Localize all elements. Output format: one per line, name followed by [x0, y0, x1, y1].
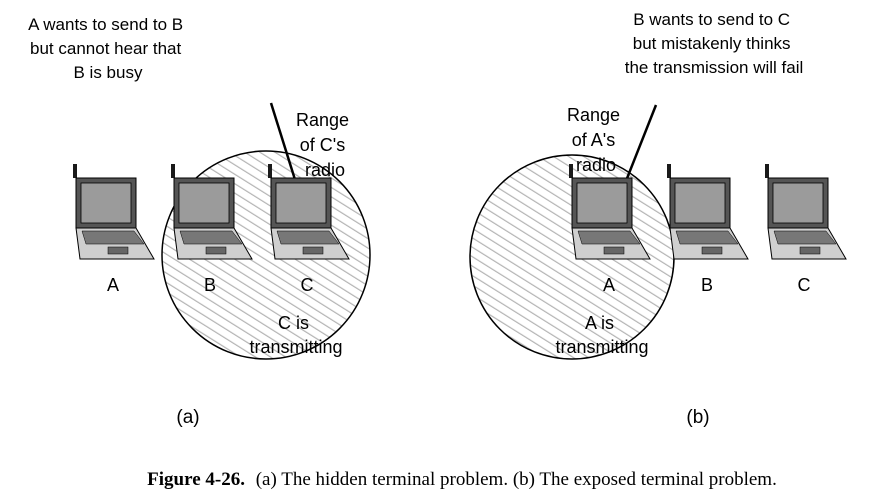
- c-range-label-line-3: radio: [305, 160, 345, 180]
- a-range-label: Range of A's radio: [567, 105, 625, 175]
- panel-a-note-line-1: A wants to send to B: [28, 15, 183, 34]
- node-label-b: B: [701, 275, 713, 295]
- panel-a-label: (a): [176, 407, 199, 428]
- a-range-label-line-3: radio: [576, 155, 616, 175]
- laptop-icon-c: [764, 163, 847, 260]
- panel-b-note-line-2: but mistakenly thinks: [633, 34, 791, 53]
- c-range-label-line-2: of C's: [300, 135, 345, 155]
- figure-caption-text: (a) The hidden terminal problem. (b) The…: [256, 469, 777, 490]
- c-transmitting-line-1: C is: [278, 313, 309, 333]
- a-range-pointer-line: [622, 104, 658, 187]
- c-transmitting-label: C is transmitting: [249, 313, 342, 357]
- panel-a-note-line-2: but cannot hear that: [30, 39, 182, 58]
- figure-number: Figure 4-26.: [147, 469, 245, 490]
- a-transmitting-line-1: A is: [585, 313, 614, 333]
- a-range-label-line-1: Range: [567, 105, 620, 125]
- node-label-a: A: [603, 275, 615, 295]
- node-label-c: C: [798, 275, 811, 295]
- figure-caption: Figure 4-26. (a) The hidden terminal pro…: [147, 469, 777, 490]
- panel-b-label: (b): [686, 407, 709, 428]
- panel-b-note: B wants to send to C but mistakenly thin…: [625, 10, 804, 77]
- panel-a: A wants to send to B but cannot hear tha…: [28, 15, 371, 428]
- node-label-b: B: [204, 275, 216, 295]
- panel-b: B wants to send to C but mistakenly thin…: [469, 10, 847, 428]
- a-range-label-line-2: of A's: [572, 130, 615, 150]
- panel-b-note-line-1: B wants to send to C: [633, 10, 790, 29]
- laptop-icon-b: [666, 163, 749, 260]
- c-range-pointer-line: [269, 102, 299, 187]
- node-label-a: A: [107, 275, 119, 295]
- c-range-label: Range of C's radio: [296, 110, 354, 180]
- a-transmitting-label: A is transmitting: [555, 313, 648, 357]
- c-transmitting-line-2: transmitting: [249, 337, 342, 357]
- node-label-c: C: [301, 275, 314, 295]
- c-range-label-line-1: Range: [296, 110, 349, 130]
- laptop-icon-a: [72, 163, 155, 260]
- panel-a-note-line-3: B is busy: [74, 63, 143, 82]
- a-transmitting-line-2: transmitting: [555, 337, 648, 357]
- panel-b-note-line-3: the transmission will fail: [625, 58, 804, 77]
- panel-a-note: A wants to send to B but cannot hear tha…: [28, 15, 188, 82]
